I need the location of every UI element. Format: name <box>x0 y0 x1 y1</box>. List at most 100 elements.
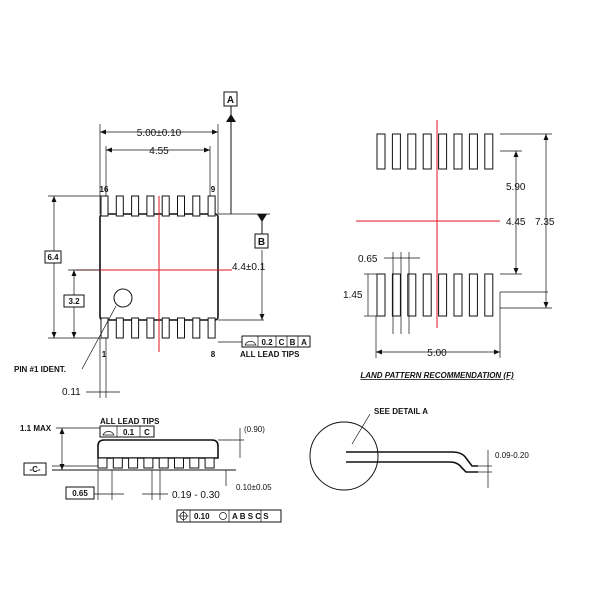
lead-thickness-label: 0.19 - 0.30 <box>172 490 220 501</box>
lead-span-label: 4.55 <box>149 146 169 157</box>
pin1-ident-leader <box>81 305 117 370</box>
all-lead-tips-label: ALL LEAD TIPS <box>240 350 300 359</box>
position-tol-value: 0.10 <box>194 512 210 521</box>
land-pad-top <box>407 133 417 170</box>
datum-c-box <box>23 462 47 476</box>
land-pad-bottom <box>438 273 448 317</box>
flatness-value: 0.2 <box>261 338 273 347</box>
side-body-profile <box>97 439 219 459</box>
datum-b-box <box>254 233 269 249</box>
mmc-modifier-icon <box>219 512 227 520</box>
datum-a-label: A <box>227 95 234 106</box>
overall-height-label: 6.4 <box>47 253 59 262</box>
body-height-arrow <box>259 314 265 320</box>
standoff-ref-label: (0.90) <box>244 425 265 434</box>
land-pattern-bottom-pads <box>376 273 494 317</box>
see-detail-label: SEE DETAIL A <box>374 407 428 416</box>
profile-surface-icon <box>244 341 257 346</box>
land-pad-bottom <box>407 273 417 317</box>
side-lead-row <box>97 457 215 469</box>
lp-span-label: 5.90 <box>506 182 526 193</box>
half-height-box <box>63 294 85 308</box>
see-detail-leader <box>351 413 371 445</box>
bottom-lead <box>146 317 155 339</box>
lead-width-label: 0.11 <box>62 387 81 398</box>
side-pitch-label: 0.65 <box>72 489 88 498</box>
side-lead <box>128 457 139 469</box>
land-pad-top <box>438 133 448 170</box>
datum-b-arrow <box>257 214 267 222</box>
datum-c-label: -C- <box>29 465 40 474</box>
side-view: 1.1 MAX ALL LEAD TIPS 0.1 C (0.90) -C- 0… <box>20 417 282 523</box>
foot-range-label: 0.09-0.20 <box>495 451 529 460</box>
top-lead <box>161 195 170 217</box>
land-pad-bottom <box>453 273 463 317</box>
bottom-lead <box>161 317 170 339</box>
lp-pitch-label: 0.65 <box>358 254 378 265</box>
land-pad-top <box>376 133 386 170</box>
land-pad-bottom <box>468 273 478 317</box>
land-pad-top <box>484 133 494 170</box>
land-pattern-top-pads <box>376 133 494 170</box>
top-lead <box>192 195 201 217</box>
bottom-lead <box>192 317 201 339</box>
coplanarity-value: 0.1 <box>123 428 135 437</box>
side-pitch-box <box>65 486 95 500</box>
body-height-label: 4.4±0.1 <box>232 262 266 273</box>
detail-a-circle <box>309 421 379 491</box>
side-all-lead-tips-label: ALL LEAD TIPS <box>100 417 160 426</box>
top-lead <box>115 195 124 217</box>
standoff-label: 0.10±0.05 <box>236 483 272 492</box>
side-lead <box>97 457 108 469</box>
lp-inner-label: 4.45 <box>506 217 526 228</box>
side-lead <box>204 457 215 469</box>
detail-view: SEE DETAIL A 0.09-0.20 <box>309 407 529 491</box>
land-pad-top <box>453 133 463 170</box>
lp-padlen-label: 1.45 <box>343 290 363 301</box>
land-pad-top <box>422 133 432 170</box>
land-pad-bottom <box>376 273 386 317</box>
top-lead-row <box>100 195 216 217</box>
pin1-ident-label: PIN #1 IDENT. <box>14 365 66 374</box>
top-view: 5.00±0.10 4.55 16 9 1 8 A B 4.4±0.1 <box>14 91 311 398</box>
bottom-lead <box>177 317 185 339</box>
land-pad-top <box>468 133 478 170</box>
coplanarity-fcf <box>99 425 155 438</box>
max-height-label: 1.1 MAX <box>20 424 52 433</box>
datum-a-arrow <box>226 114 236 122</box>
position-tolerance-icon <box>178 511 189 521</box>
land-pad-bottom <box>391 273 401 317</box>
cop-profile-icon <box>102 431 115 436</box>
half-height-label: 3.2 <box>68 297 80 306</box>
detail-lead-profile-lower <box>346 461 478 473</box>
side-lead <box>112 457 123 469</box>
land-pad-bottom <box>484 273 494 317</box>
top-lead <box>131 195 140 217</box>
lp-width-label: 5.00 <box>427 348 447 359</box>
top-lead <box>207 195 216 217</box>
overall-height-box <box>44 250 62 264</box>
lp-caption: LAND PATTERN RECOMMENDATION (F) <box>360 371 514 380</box>
side-lead <box>143 457 154 469</box>
land-pad-bottom <box>422 273 432 317</box>
coplanarity-ref: C <box>144 428 150 437</box>
flatness-ref-c: C <box>279 338 285 347</box>
top-lead <box>146 195 155 217</box>
side-lead <box>189 457 200 469</box>
flatness-ref-a: A <box>301 338 307 347</box>
side-lead <box>174 457 184 469</box>
pin-1-label: 1 <box>102 350 107 359</box>
datum-a-box <box>223 91 238 107</box>
flatness-ref-b: B <box>290 338 296 347</box>
pin-16-label: 16 <box>100 185 109 194</box>
top-lead <box>100 195 109 217</box>
side-lead <box>158 457 169 469</box>
top-lead <box>177 195 185 217</box>
bottom-lead <box>115 317 124 339</box>
datum-b-label: B <box>258 237 265 248</box>
pin-9-label: 9 <box>211 185 216 194</box>
body-width-label: 5.00±0.10 <box>137 128 182 139</box>
land-pad-top <box>391 133 401 170</box>
pin-8-label: 8 <box>211 350 216 359</box>
